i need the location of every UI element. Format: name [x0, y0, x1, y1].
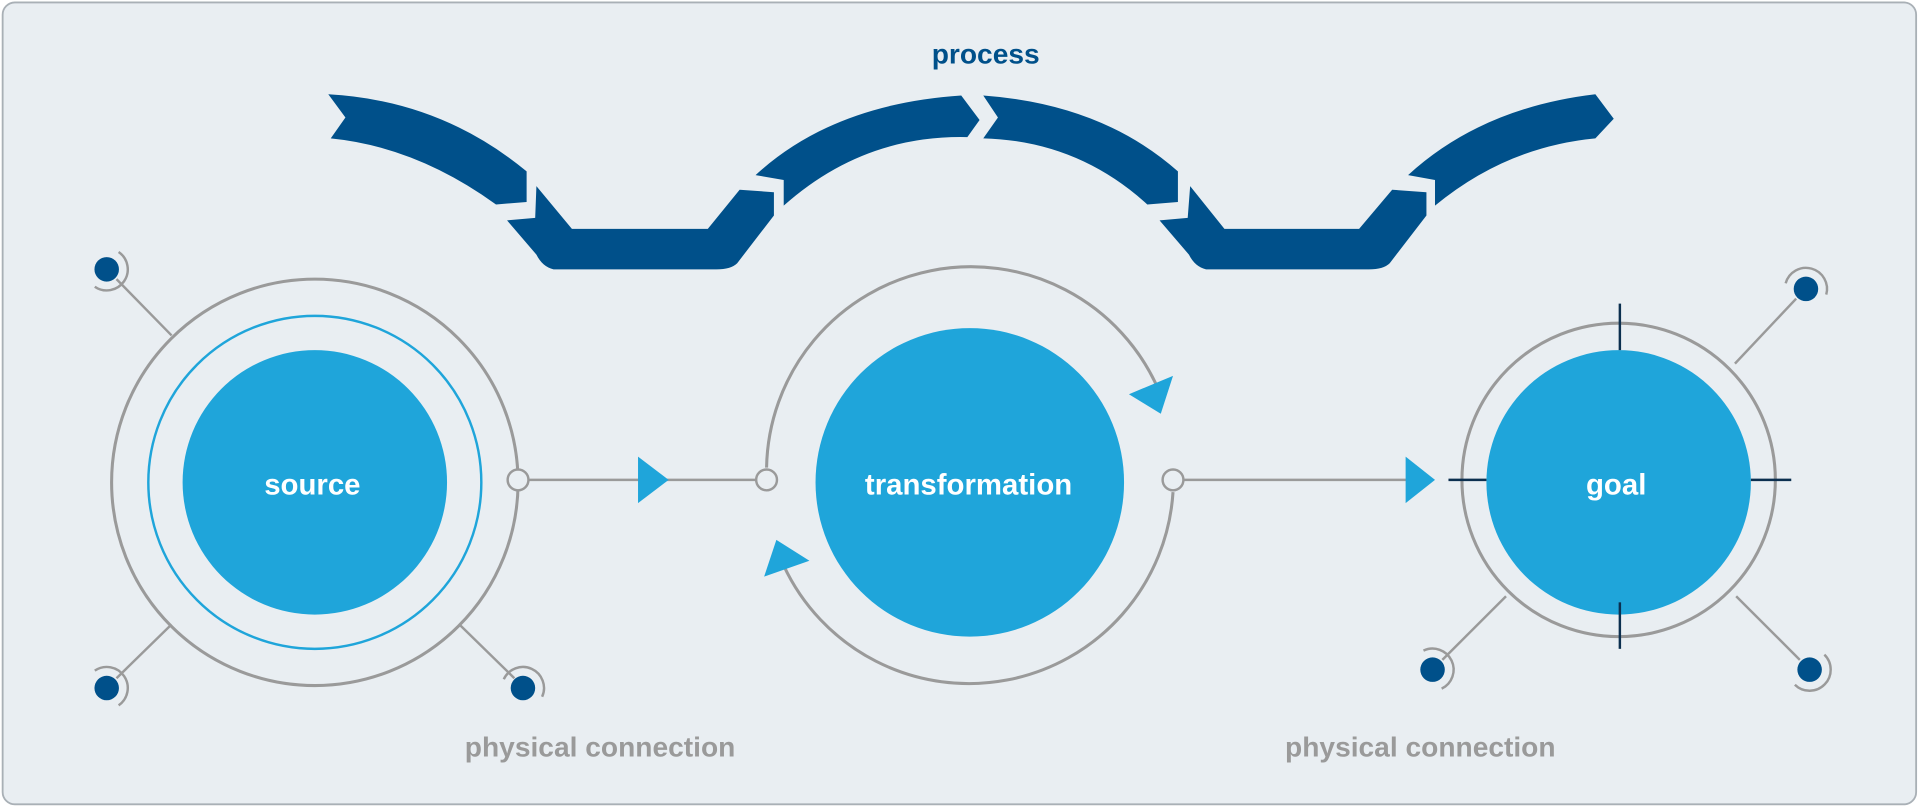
satellite-goal-bottom-left: [1420, 647, 1455, 690]
goal-node: goal: [1448, 303, 1792, 649]
satellites: [94, 250, 1832, 707]
cycle-arrow-icon: [1128, 375, 1174, 414]
arrow-icon: [1405, 456, 1436, 504]
transformation-out-port: [1161, 468, 1185, 492]
satellite-goal-top: [1784, 266, 1829, 302]
ribbon-segment-4: [983, 95, 1178, 205]
source-port: [506, 468, 530, 492]
source-label: source: [264, 469, 360, 502]
goal-label: goal: [1586, 469, 1646, 502]
arrow-icon: [638, 456, 669, 504]
ribbon-segment-2: [507, 186, 774, 270]
cycle-arrow-icon: [764, 539, 810, 577]
satellite-goal-bottom-right: [1794, 653, 1832, 692]
satellite-source-bottom-left: [94, 665, 129, 707]
ribbon-segment-1: [328, 94, 527, 205]
physical-connection-label-right: physical connection: [1285, 732, 1556, 763]
crosshair-ticks: [1448, 303, 1792, 649]
transformation-in-port: [754, 468, 779, 492]
satellite-source-top: [94, 250, 129, 292]
ribbon-segment-5: [1159, 186, 1427, 270]
ribbon-segment-6: [1408, 94, 1614, 206]
process-title: process: [932, 39, 1040, 70]
transformation-node: transformation: [764, 265, 1175, 686]
ribbon-segment-3: [755, 95, 980, 206]
transformation-label: transformation: [865, 469, 1072, 502]
source-node: source: [110, 277, 520, 688]
process-ribbon: [328, 94, 1614, 270]
physical-connection-label-left: physical connection: [465, 732, 736, 763]
satellite-source-bottom-right: [502, 665, 546, 701]
